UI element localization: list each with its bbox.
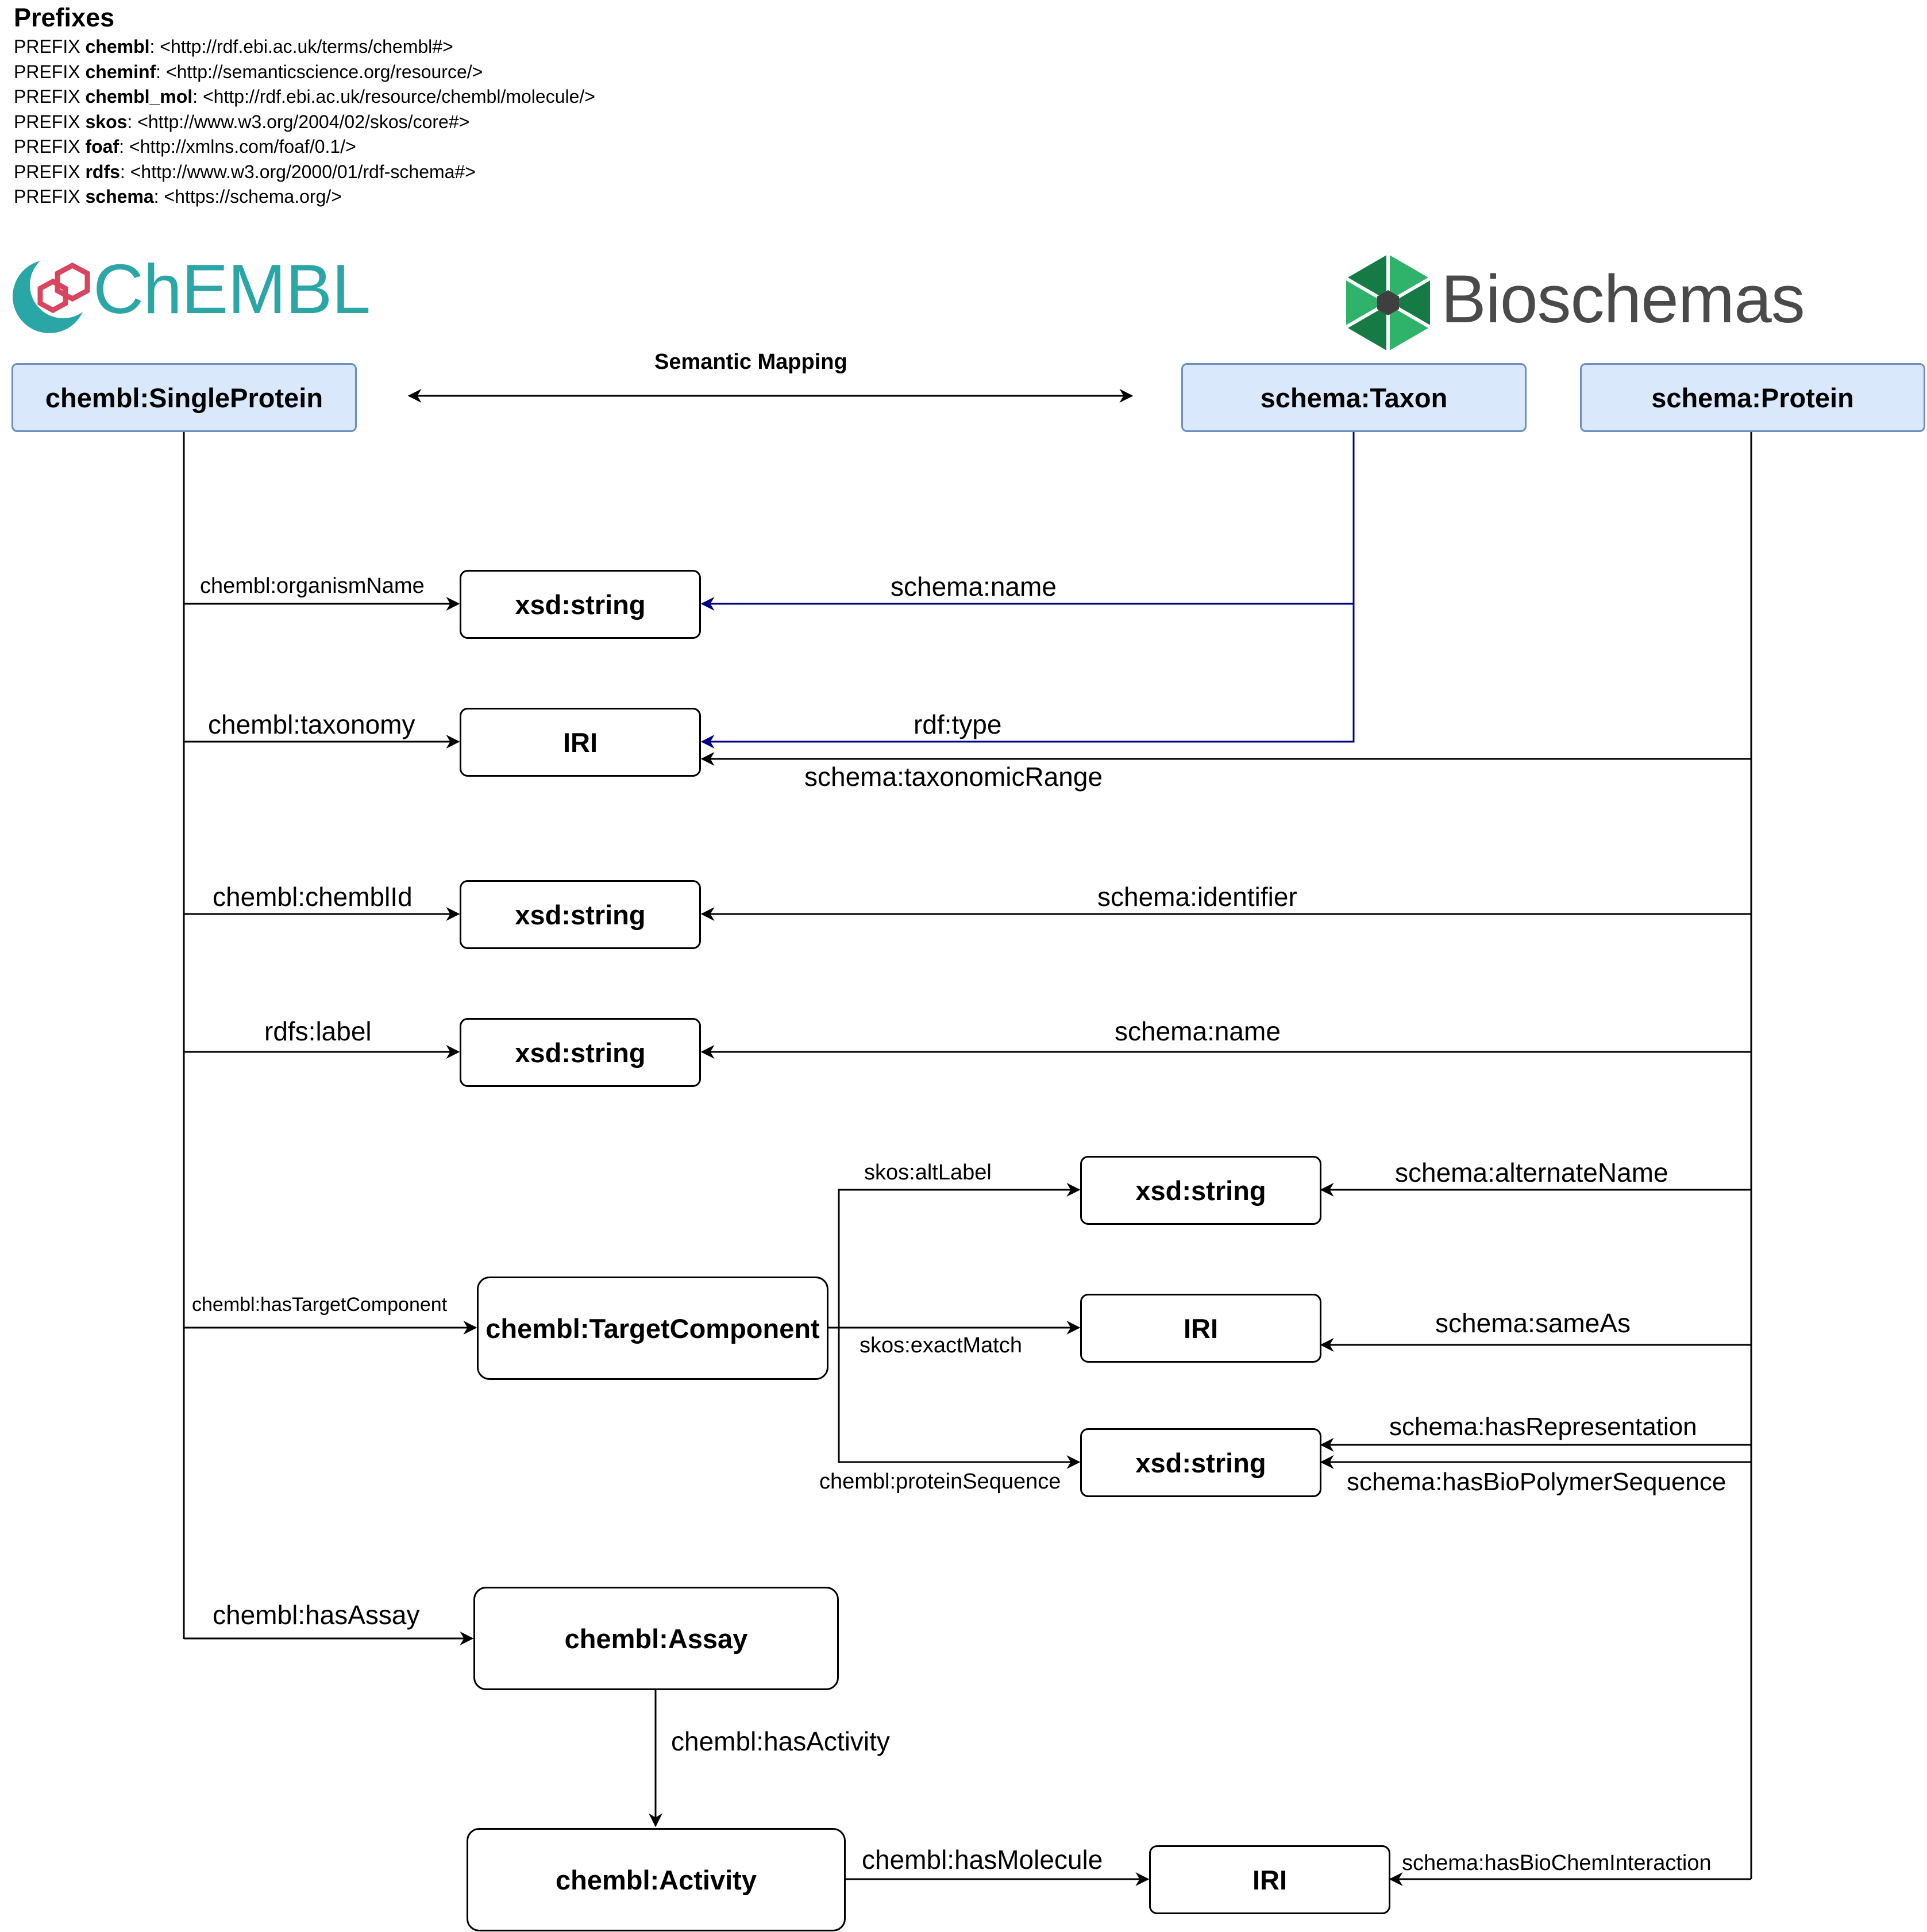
organism-name-value-box[interactable]: xsd:string <box>460 570 701 639</box>
label-value-box[interactable]: xsd:string <box>460 1018 701 1087</box>
chembl-single-protein-box[interactable]: chembl:SingleProtein <box>11 363 357 432</box>
prefixes-block: Prefixes PREFIX chembl: <http://rdf.ebi.… <box>14 1 761 210</box>
label-taxonomic-range: schema:taxonomicRange <box>804 762 1103 792</box>
molecule-value-box[interactable]: IRI <box>1149 1845 1390 1914</box>
prefix-line-skos: PREFIX skos: <http://www.w3.org/2004/02/… <box>14 111 470 132</box>
label-rdfs-label: rdfs:label <box>264 1016 372 1046</box>
label-chemblid: chembl:chemblId <box>213 882 413 912</box>
label-taxonomy: chembl:taxonomy <box>208 709 415 739</box>
chembl-logo-icon <box>13 252 97 333</box>
prefix-line-schema: PREFIX schema: <https://schema.org/> <box>14 186 342 207</box>
assay-box[interactable]: chembl:Assay <box>473 1587 839 1690</box>
activity-box[interactable]: chembl:Activity <box>467 1828 846 1931</box>
exact-match-value-box[interactable]: IRI <box>1080 1294 1321 1363</box>
label-has-representation: schema:hasRepresentation <box>1389 1413 1697 1441</box>
taxonomy-value-box[interactable]: IRI <box>460 708 701 777</box>
label-has-biopolymer-sequence: schema:hasBioPolymerSequence <box>1347 1468 1726 1496</box>
label-alt-label: skos:altLabel <box>864 1160 992 1185</box>
label-exact-match: skos:exactMatch <box>860 1333 1022 1358</box>
label-identifier: schema:identifier <box>1097 882 1297 912</box>
target-component-box[interactable]: chembl:TargetComponent <box>477 1277 828 1380</box>
label-has-biochem-interaction: schema:hasBioChemInteraction <box>1402 1851 1712 1875</box>
chemblid-value-box[interactable]: xsd:string <box>460 880 701 949</box>
label-protein-name: schema:name <box>1115 1016 1281 1046</box>
alt-label-value-box[interactable]: xsd:string <box>1080 1156 1321 1225</box>
label-organism-name: chembl:organismName <box>200 574 425 598</box>
bioschemas-logo-text: Bioschemas <box>1441 261 1805 337</box>
sequence-value-box[interactable]: xsd:string <box>1080 1428 1321 1497</box>
edge-rdf-type <box>700 604 1355 749</box>
label-protein-sequence: chembl:proteinSequence <box>819 1470 1061 1494</box>
label-has-target-component: chembl:hasTargetComponent <box>192 1294 448 1316</box>
edge-protein-sequence <box>838 1328 1081 1469</box>
prefix-line-foaf: PREFIX foaf: <http://xmlns.com/foaf/0.1/… <box>14 136 356 157</box>
label-alternate-name: schema:alternateName <box>1395 1158 1668 1187</box>
label-rdf-type: rdf:type <box>914 709 1002 739</box>
label-has-activity: chembl:hasActivity <box>671 1726 890 1756</box>
label-same-as: schema:sameAs <box>1435 1308 1631 1338</box>
chembl-logo-text: ChEMBL <box>93 250 371 328</box>
edge-alt-label <box>838 1183 1081 1328</box>
prefixes-title: Prefixes <box>14 3 115 32</box>
bioschemas-logo-icon <box>1343 250 1433 356</box>
label-has-assay: chembl:hasAssay <box>213 1600 420 1630</box>
semantic-mapping-label: Semantic Mapping <box>654 350 847 374</box>
schema-protein-box[interactable]: schema:Protein <box>1580 363 1925 432</box>
prefix-line-chembl-mol: PREFIX chembl_mol: <http://rdf.ebi.ac.uk… <box>14 86 595 107</box>
prefix-line-rdfs: PREFIX rdfs: <http://www.w3.org/2000/01/… <box>14 161 476 182</box>
label-has-molecule: chembl:hasMolecule <box>862 1845 1103 1875</box>
schema-taxon-box[interactable]: schema:Taxon <box>1181 363 1527 432</box>
label-taxon-name: schema:name <box>891 572 1057 601</box>
prefix-line-chembl: PREFIX chembl: <http://rdf.ebi.ac.uk/ter… <box>14 36 453 57</box>
prefix-line-cheminf: PREFIX cheminf: <http://semanticscience.… <box>14 61 483 82</box>
